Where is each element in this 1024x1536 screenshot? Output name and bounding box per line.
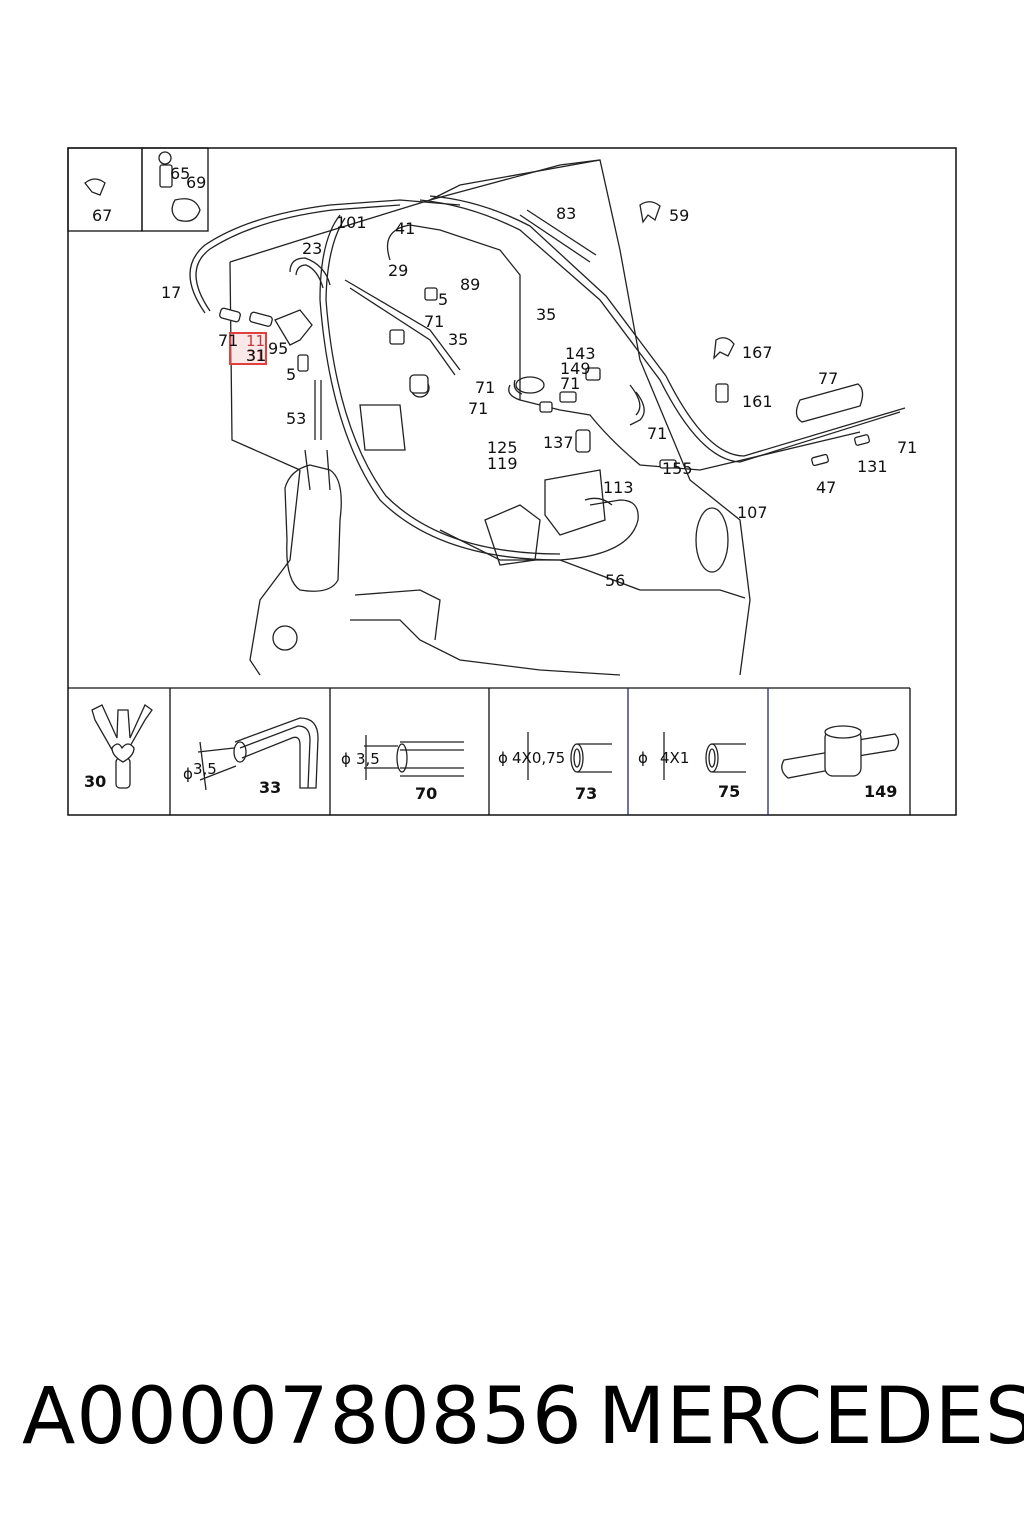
callout-155: 155 bbox=[662, 459, 693, 478]
detail-70-label: 70 bbox=[415, 784, 437, 803]
callout-65: 65 bbox=[170, 164, 190, 183]
detail-75-label: 75 bbox=[718, 782, 740, 801]
callout-5: 5 bbox=[438, 290, 448, 309]
callout-143: 143 bbox=[565, 344, 596, 363]
callout-53: 53 bbox=[286, 409, 306, 428]
callout-71: 71 bbox=[468, 399, 488, 418]
detail-panel-30 bbox=[91, 704, 153, 789]
detail-panel-33 bbox=[197, 717, 319, 791]
engine-outline bbox=[229, 159, 864, 676]
detail-73-dim: 4X0,75 bbox=[512, 749, 565, 767]
callout-56: 56 bbox=[605, 571, 625, 590]
highlight-line2: 31 bbox=[246, 347, 265, 365]
callout-59: 59 bbox=[669, 206, 689, 225]
callout-71: 71 bbox=[475, 378, 495, 397]
detail-70-dim: 3,5 bbox=[356, 750, 380, 768]
part-number: A0000780856 bbox=[22, 1372, 583, 1462]
callout-167: 167 bbox=[742, 343, 773, 362]
callout-149: 149 bbox=[560, 359, 591, 378]
detail-panel-149 bbox=[781, 725, 900, 779]
footer: A0000780856 MERCEDES bbox=[0, 1372, 1024, 1472]
callout-23: 23 bbox=[302, 239, 322, 258]
callout-83: 83 bbox=[556, 204, 576, 223]
callout-47: 47 bbox=[816, 478, 836, 497]
callout-29: 29 bbox=[388, 261, 408, 280]
callout-5: 5 bbox=[286, 365, 296, 384]
detail-panel-75 bbox=[663, 732, 746, 780]
callout-161: 161 bbox=[742, 392, 773, 411]
callout-31: 31 bbox=[246, 346, 266, 365]
detail-33-label: 33 bbox=[259, 778, 281, 797]
callout-95: 95 bbox=[268, 339, 288, 358]
callout-35: 35 bbox=[536, 305, 556, 324]
detail-33-dim: 3,5 bbox=[193, 760, 217, 778]
highlight-box bbox=[229, 332, 267, 365]
detail-149-label: 149 bbox=[864, 782, 897, 801]
callout-71: 71 bbox=[560, 374, 580, 393]
callout-137: 137 bbox=[543, 433, 574, 452]
detail-75-dim: 4X1 bbox=[660, 749, 689, 767]
callout-71: 71 bbox=[647, 424, 667, 443]
hose-lines bbox=[189, 195, 906, 561]
highlight-prefix: 71 bbox=[218, 331, 238, 350]
detail-panel-73 bbox=[527, 732, 612, 780]
callout-67: 67 bbox=[92, 206, 112, 225]
detail-73-symbol: ϕ bbox=[498, 749, 508, 767]
fittings bbox=[84, 151, 870, 469]
callout-101: 101 bbox=[336, 213, 367, 232]
callout-71: 71 bbox=[424, 312, 444, 331]
callout-41: 41 bbox=[395, 219, 415, 238]
callout-107: 107 bbox=[737, 503, 768, 522]
detail-75-symbol: ϕ bbox=[638, 749, 648, 767]
callout-125: 125 bbox=[487, 438, 518, 457]
detail-30-label: 30 bbox=[84, 772, 106, 791]
diagram-frame bbox=[67, 147, 957, 816]
callout-35: 35 bbox=[448, 330, 468, 349]
callout-131: 131 bbox=[857, 457, 888, 476]
callout-77: 77 bbox=[818, 369, 838, 388]
callout-71: 71 bbox=[897, 438, 917, 457]
detail-73-label: 73 bbox=[575, 784, 597, 803]
callout-119: 119 bbox=[487, 454, 518, 473]
detail-panel-70 bbox=[364, 735, 464, 780]
brand: MERCEDES bbox=[598, 1372, 1024, 1462]
callout-69: 69 bbox=[186, 173, 206, 192]
callout-89: 89 bbox=[460, 275, 480, 294]
highlight-line1: 11 bbox=[246, 332, 265, 350]
callout-113: 113 bbox=[603, 478, 634, 497]
callout-17: 17 bbox=[161, 283, 181, 302]
detail-33-symbol: ϕ bbox=[183, 765, 193, 783]
inset-box-67 bbox=[141, 147, 209, 232]
detail-70-symbol: ϕ bbox=[341, 750, 351, 768]
